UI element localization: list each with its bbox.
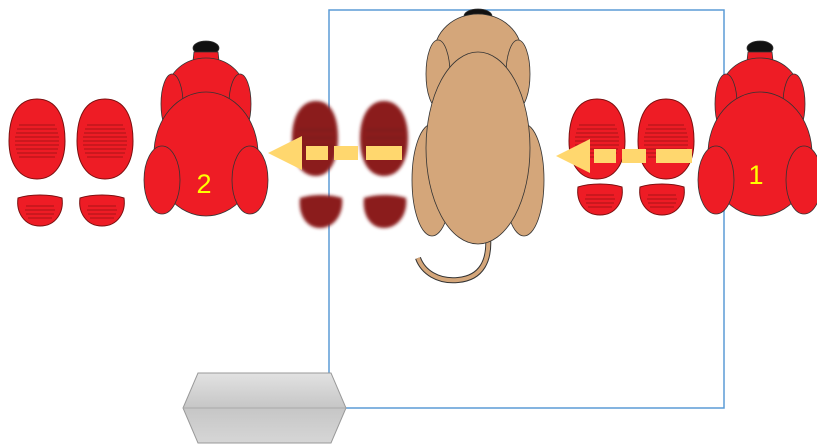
- paw-prints-left: [9, 99, 133, 226]
- paw-prints-blurred: [292, 101, 408, 228]
- center-animal-icon: [412, 9, 544, 280]
- label-2: 2: [196, 169, 211, 199]
- label-1: 1: [748, 160, 763, 190]
